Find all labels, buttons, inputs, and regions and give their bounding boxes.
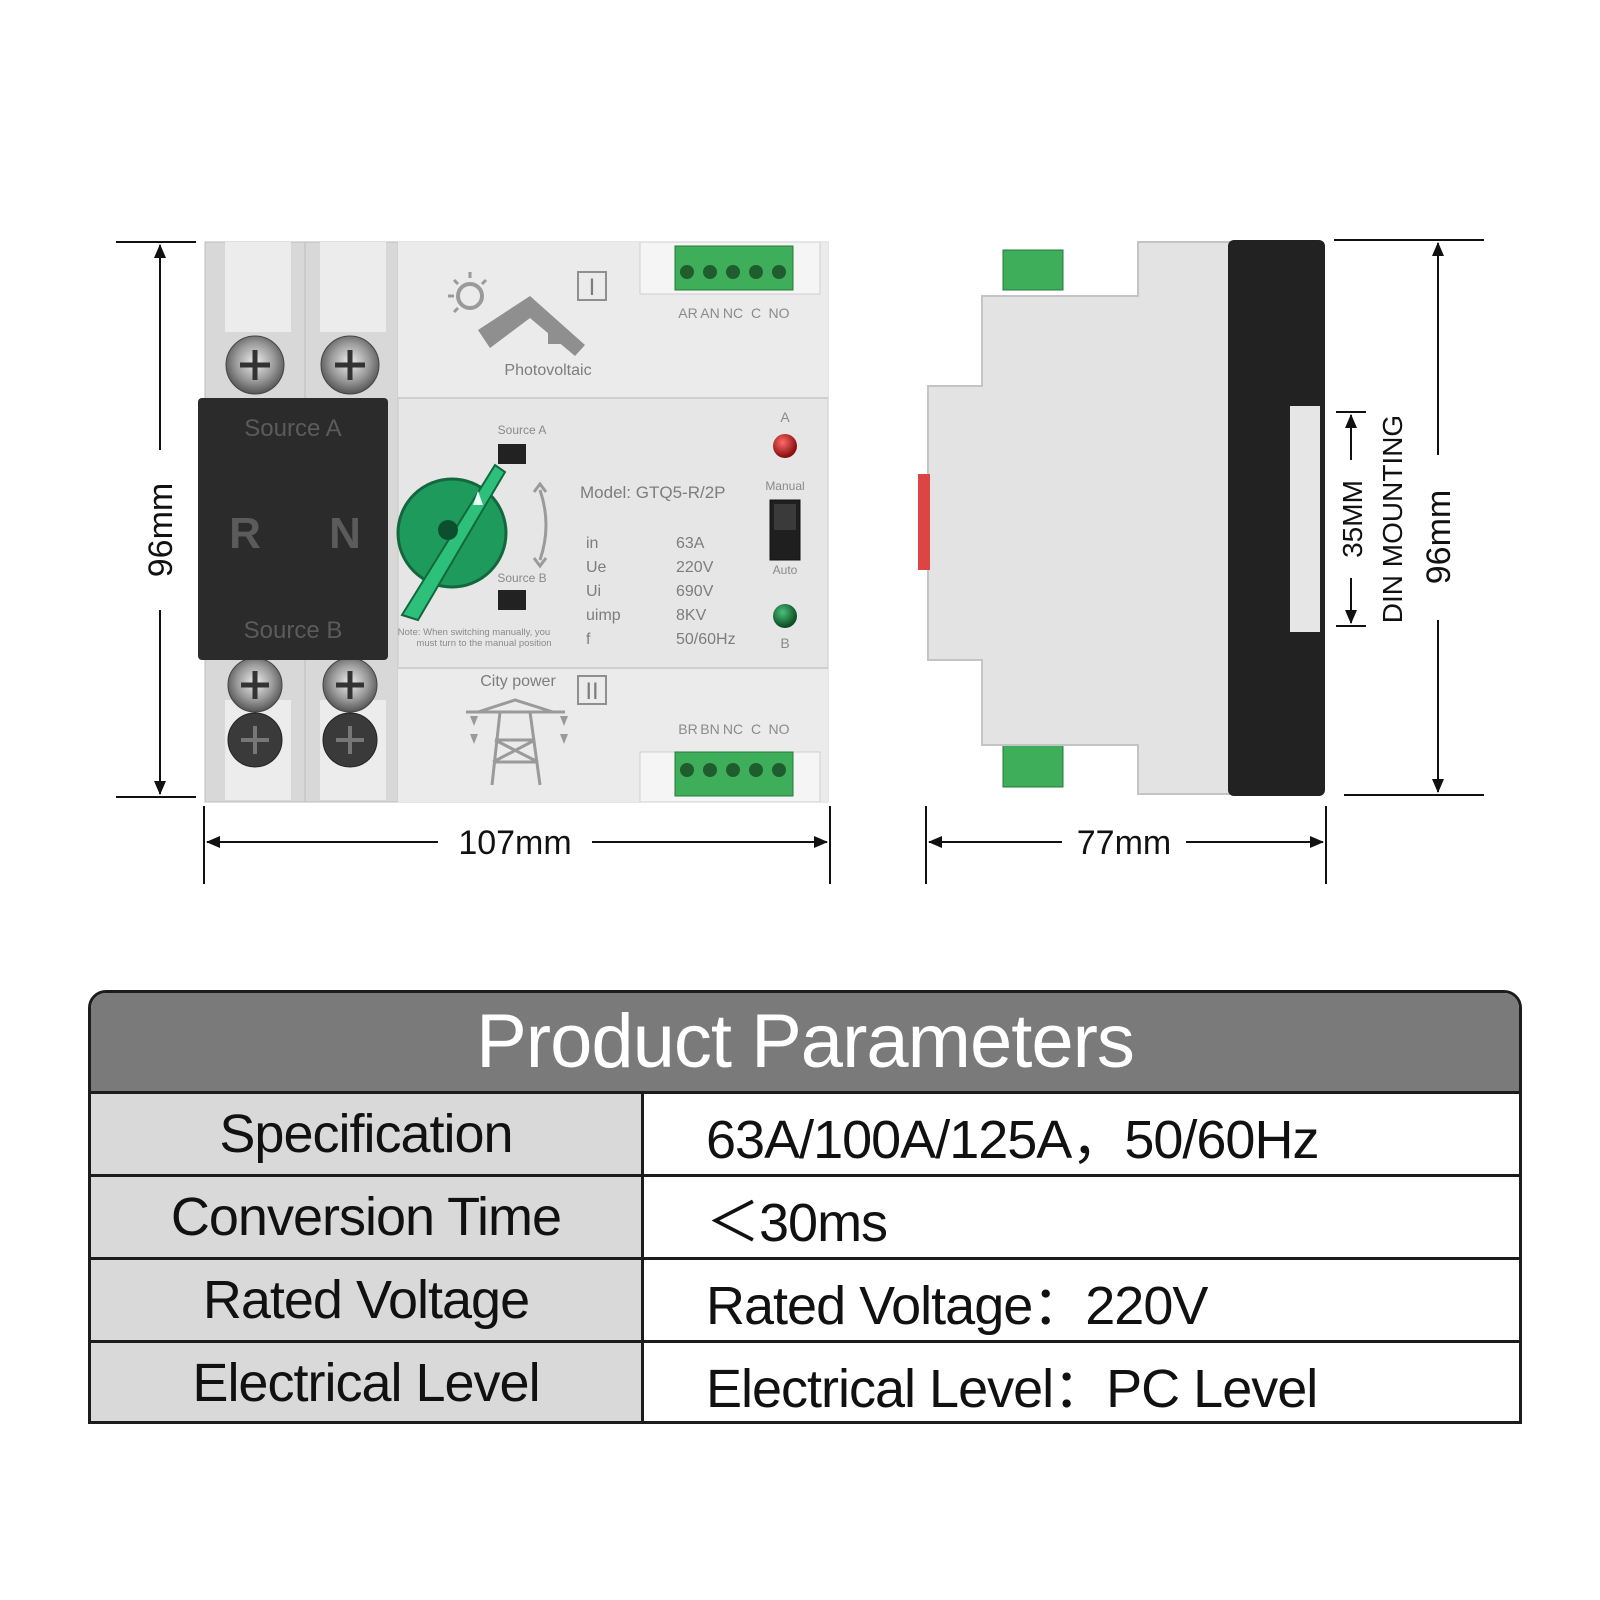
spec-key-uimp: uimp <box>586 607 621 624</box>
lid-phase-r-label: R <box>229 509 261 558</box>
front-height-label: 96mm <box>142 483 180 577</box>
manual-label: Manual <box>765 479 804 493</box>
spec-val-in: 63A <box>676 535 705 552</box>
indicator-b-led <box>773 604 797 628</box>
side-lid <box>1228 240 1325 796</box>
spec-val-ui: 690V <box>676 583 714 600</box>
front-width-dimension: 107mm <box>203 806 831 884</box>
terminal-block-bottom <box>674 751 794 797</box>
note-line-2: must turn to the manual position <box>416 638 551 649</box>
terminal-top-label-an: AN <box>700 305 719 321</box>
indicator-a-led <box>773 434 797 458</box>
terminal-top-label-ar: AR <box>678 305 697 321</box>
screw-bottom-left <box>227 657 283 768</box>
manual-auto-switch[interactable] <box>769 499 801 561</box>
spec-val-ue: 220V <box>676 559 714 576</box>
knob-source-a-label: Source A <box>498 423 547 437</box>
param-value-electrical-level: Electrical Level：PC Level <box>642 1341 1519 1421</box>
terminal-top-label-nc: NC <box>723 305 743 321</box>
auto-label: Auto <box>773 563 798 577</box>
product-parameters-table: Product Parameters Specification 63A/100… <box>88 990 1522 1424</box>
side-width-dimension: 77mm <box>925 806 1327 884</box>
city-power-logo: City power <box>466 673 568 786</box>
table-row: Electrical Level Electrical Level：PC Lev… <box>91 1341 1519 1421</box>
side-height-label: 96mm <box>1420 490 1458 584</box>
param-key-conversion-time: Conversion Time <box>91 1175 644 1260</box>
spec-list: in 63A Ue 220V Ui 690V uimp 8KV f 50/60H… <box>586 535 736 648</box>
rotary-knob[interactable] <box>396 463 508 622</box>
lid-source-a-label: Source A <box>244 415 341 442</box>
terminal-block-top <box>674 245 794 291</box>
dimension-diagram: Source A R N Source B AR AN NC C NO <box>116 239 1484 884</box>
terminal-bottom-label-br: BR <box>678 721 697 737</box>
lid-source-b-label: Source B <box>244 617 343 644</box>
roman-two-label: II <box>585 678 598 705</box>
param-key-specification: Specification <box>91 1094 644 1177</box>
photovoltaic-label: Photovoltaic <box>504 362 591 379</box>
param-key-electrical-level: Electrical Level <box>91 1341 644 1421</box>
model-label: Model: GTQ5-R/2P <box>580 483 726 502</box>
side-view-device <box>918 240 1325 796</box>
screw-top-left <box>225 335 285 395</box>
param-value-conversion-time: ＜30ms <box>642 1175 1519 1260</box>
terminal-bottom-label-no: NO <box>769 721 790 737</box>
lid-phase-n-label: N <box>329 509 361 558</box>
terminal-labels-top: AR AN NC C NO <box>678 305 789 321</box>
table-row: Rated Voltage Rated Voltage：220V <box>91 1258 1519 1343</box>
din-mounting-dimension: 35MM DIN MOUNTING <box>1336 411 1408 627</box>
front-height-dimension: 96mm <box>116 241 196 798</box>
terminal-bottom-label-nc: NC <box>723 721 743 737</box>
terminal-top-label-no: NO <box>769 305 790 321</box>
city-power-label: City power <box>480 673 556 690</box>
spec-val-f: 50/60Hz <box>676 631 736 648</box>
spec-val-uimp: 8KV <box>676 607 707 624</box>
spec-key-in: in <box>586 535 598 552</box>
screw-bottom-right <box>322 657 378 768</box>
parameters-grid: Specification 63A/100A/125A，50/60Hz Conv… <box>91 1094 1519 1421</box>
indicator-b-label: B <box>780 635 789 651</box>
front-view-device: Source A R N Source B AR AN NC C NO <box>198 241 829 803</box>
terminal-labels-bottom: BR BN NC C NO <box>678 721 789 737</box>
screw-top-right <box>320 335 380 395</box>
terminal-top-label-c: C <box>751 305 761 321</box>
front-width-label: 107mm <box>458 824 571 862</box>
table-row: Specification 63A/100A/125A，50/60Hz <box>91 1094 1519 1177</box>
note-line-1: Note: When switching manually, you <box>398 627 550 638</box>
din-mounting-label: DIN MOUNTING <box>1377 415 1408 623</box>
terminal-bottom-label-bn: BN <box>700 721 719 737</box>
din-mounting-size-label: 35MM <box>1337 480 1368 558</box>
param-value-rated-voltage: Rated Voltage：220V <box>642 1258 1519 1343</box>
side-width-label: 77mm <box>1077 824 1171 862</box>
param-value-specification: 63A/100A/125A，50/60Hz <box>642 1094 1519 1177</box>
product-parameters-title: Product Parameters <box>91 993 1519 1094</box>
knob-source-b-label: Source B <box>497 571 546 585</box>
side-height-dimension: 96mm <box>1334 239 1484 796</box>
roman-one-label: I <box>589 274 596 301</box>
table-row: Conversion Time ＜30ms <box>91 1175 1519 1260</box>
spec-key-ue: Ue <box>586 559 607 576</box>
indicator-a-label: A <box>780 409 790 425</box>
spec-key-f: f <box>586 631 591 648</box>
terminal-lid <box>198 398 388 660</box>
terminal-bottom-label-c: C <box>751 721 761 737</box>
photovoltaic-logo: Photovoltaic <box>448 272 592 379</box>
param-key-rated-voltage: Rated Voltage <box>91 1258 644 1343</box>
spec-key-ui: Ui <box>586 583 601 600</box>
